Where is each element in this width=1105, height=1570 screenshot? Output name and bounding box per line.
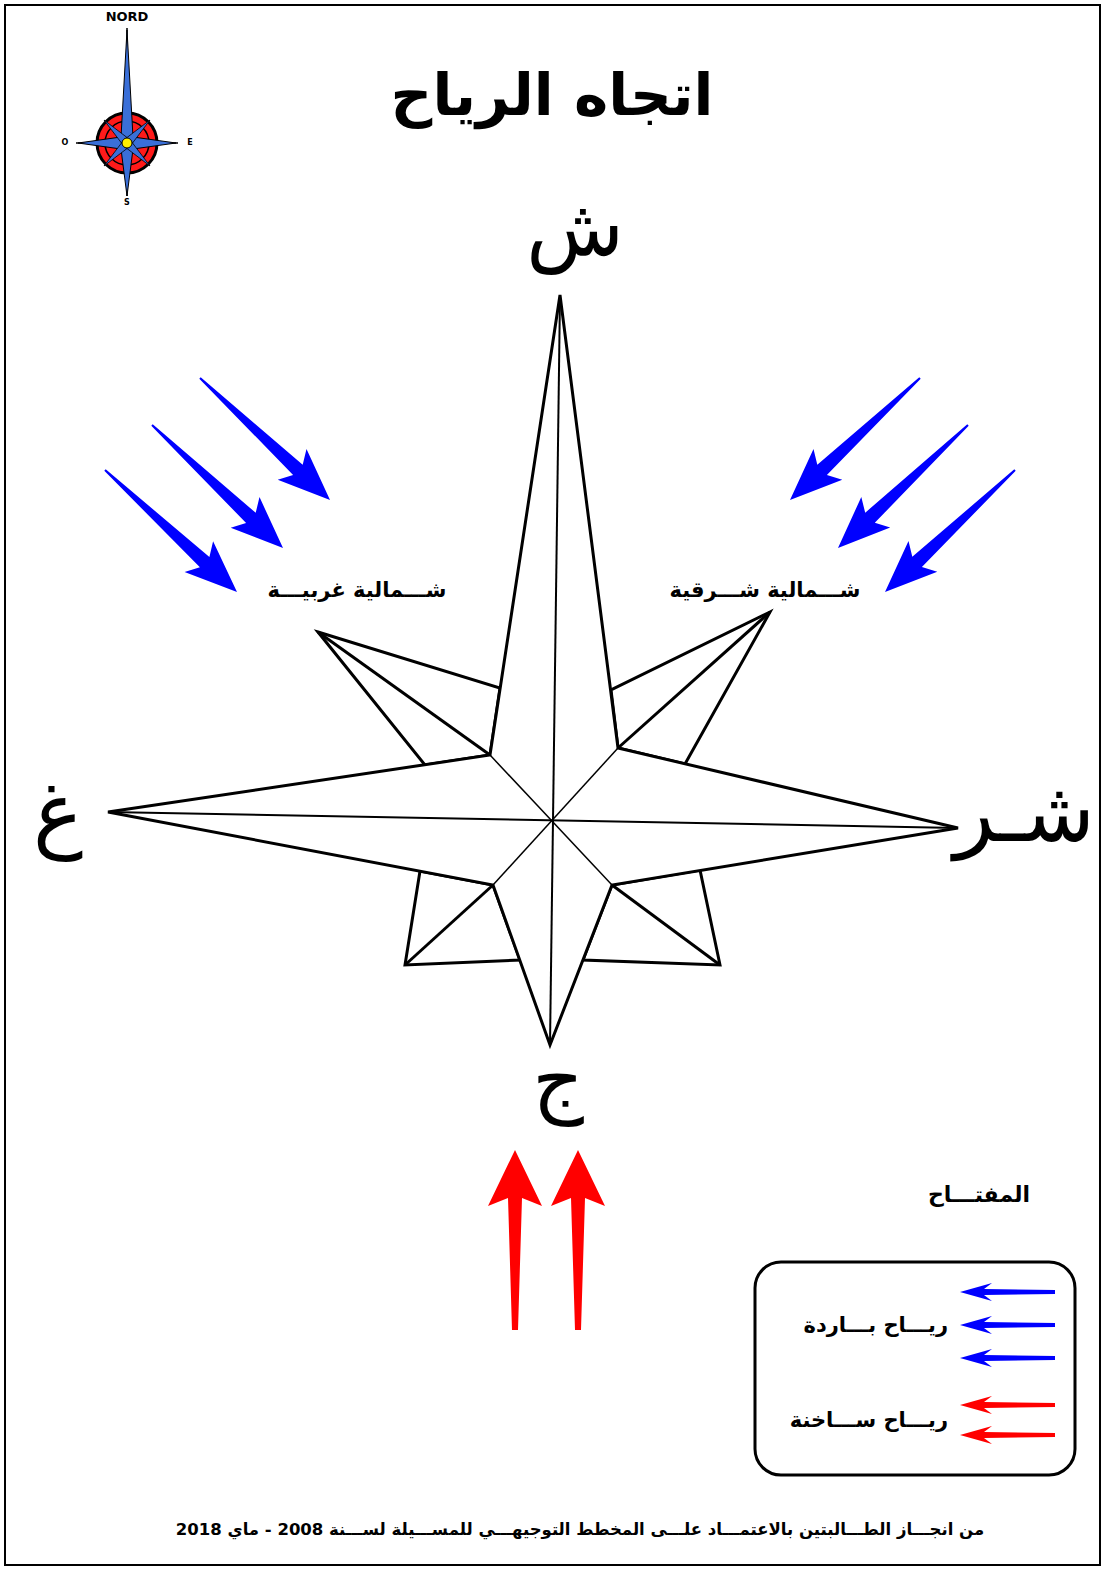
wind-label: شـــمالية غربيـــة <box>268 578 447 602</box>
hot-wind-arrow <box>488 1150 542 1330</box>
legend-arrow <box>960 1396 1055 1414</box>
cardinal-label: ش <box>526 182 624 274</box>
cardinal-label: ج <box>532 1034 584 1126</box>
cardinal-label: شـر <box>954 764 1095 861</box>
cold-wind-arrow <box>790 377 921 500</box>
wind-arrows <box>104 377 1015 1330</box>
legend-text: ريـــاح بـــاردة <box>804 1313 948 1337</box>
small-compass <box>76 28 178 196</box>
caption: من انجـــاز الطـــالبتين بالاعتمـــاد عل… <box>176 1521 984 1540</box>
hot-wind-arrow <box>551 1150 605 1330</box>
legend-swatch <box>955 1280 1065 1370</box>
direction-letter: NORD <box>106 10 149 25</box>
legend-title: المفتـــاح <box>928 1182 1030 1207</box>
legend-arrow <box>960 1349 1055 1367</box>
cold-wind-arrow <box>885 469 1016 592</box>
page-frame <box>5 5 1100 1565</box>
cardinal-label: غ <box>33 764 83 861</box>
title: اتجاه الرياح <box>391 62 714 129</box>
legend-text: ريـــاح ســـاخنة <box>790 1408 948 1432</box>
legend-arrow <box>960 1426 1055 1444</box>
direction-letter: E <box>187 138 192 147</box>
compass-rose <box>108 295 958 1045</box>
legend-arrow <box>960 1283 1055 1301</box>
direction-letter: S <box>124 198 130 207</box>
wind-label: شـــمالية شـــرقية <box>670 578 861 602</box>
legend-box <box>755 1262 1075 1475</box>
direction-letter: O <box>62 138 69 147</box>
legend-swatch <box>955 1375 1065 1465</box>
cold-wind-arrow <box>104 469 237 592</box>
legend-arrow <box>960 1316 1055 1334</box>
